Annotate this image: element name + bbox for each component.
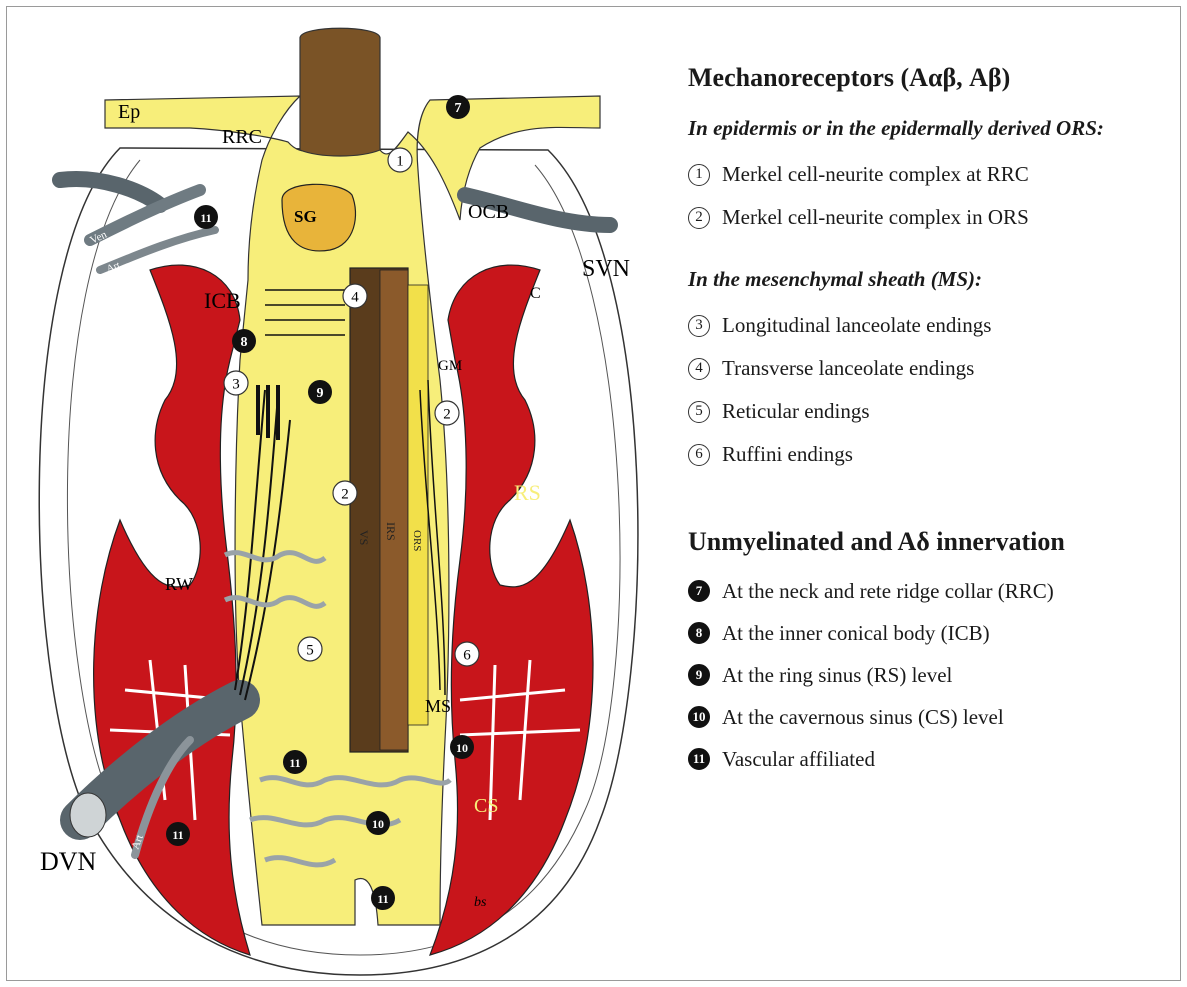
label-cs: CS	[474, 795, 498, 817]
svg-text:11: 11	[172, 828, 183, 842]
legend-text: Longitudinal lanceolate endings	[722, 313, 991, 338]
marker-9: 9	[308, 380, 332, 404]
marker-11-top: 11	[194, 205, 218, 229]
legend-item: 3 Longitudinal lanceolate endings	[688, 304, 1168, 347]
hair-shaft-top	[300, 28, 380, 156]
legend-number: 8	[688, 622, 710, 644]
legend-subheading-mesenchymal: In the mesenchymal sheath (MS):	[688, 267, 1168, 292]
legend-item: 4 Transverse lanceolate endings	[688, 347, 1168, 390]
legend-text: Merkel cell-neurite complex in ORS	[722, 205, 1029, 230]
legend-text: Transverse lanceolate endings	[722, 356, 974, 381]
label-sg: SG	[294, 207, 317, 226]
legend-item: 2 Merkel cell-neurite complex in ORS	[688, 196, 1168, 239]
legend-item: 7 At the neck and rete ridge collar (RRC)	[688, 570, 1168, 612]
svg-text:2: 2	[443, 407, 451, 423]
marker-10-lower: 10	[366, 811, 390, 835]
legend-number: 11	[688, 748, 710, 770]
label-dvn: DVN	[40, 847, 97, 876]
legend-heading-unmyelinated: Unmyelinated and Aδ innervation	[688, 526, 1168, 558]
label-irs: IRS	[384, 522, 398, 541]
marker-11-middle: 11	[283, 750, 307, 774]
legend-panel: Mechanoreceptors (Aαβ, Aβ) In epidermis …	[688, 62, 1168, 780]
legend-number: 9	[688, 664, 710, 686]
svg-text:10: 10	[456, 741, 468, 755]
legend-item: 9 At the ring sinus (RS) level	[688, 654, 1168, 696]
legend-text: At the ring sinus (RS) level	[722, 663, 952, 688]
svg-text:4: 4	[351, 290, 359, 306]
marker-2-lower: 2	[333, 481, 357, 505]
label-svn: SVN	[582, 256, 630, 282]
svg-text:11: 11	[289, 756, 300, 770]
svg-text:3: 3	[232, 377, 240, 393]
legend-number: 7	[688, 580, 710, 602]
marker-10-upper: 10	[450, 735, 474, 759]
legend-item: 8 At the inner conical body (ICB)	[688, 612, 1168, 654]
label-signature: bs	[474, 895, 487, 910]
legend-number: 10	[688, 706, 710, 728]
whisker-follicle-diagram: Ep RRC SG OCB SVN ICB C GM RS RW MS CS D…	[0, 0, 670, 987]
legend-text: Vascular affiliated	[722, 747, 875, 772]
marker-2-upper: 2	[435, 401, 459, 425]
legend-item: 5 Reticular endings	[688, 390, 1168, 433]
legend-text: Ruffini endings	[722, 442, 853, 467]
legend-number: 6	[688, 444, 710, 466]
irs-layer	[380, 270, 408, 750]
label-rw: RW	[165, 574, 193, 594]
marker-5: 5	[298, 637, 322, 661]
legend-group-epidermis: 1 Merkel cell-neurite complex at RRC 2 Mer…	[688, 153, 1168, 239]
legend-text: At the neck and rete ridge collar (RRC)	[722, 579, 1054, 604]
legend-subheading-epidermis: In epidermis or in the epidermally deriv…	[688, 116, 1168, 141]
svg-text:11: 11	[200, 211, 211, 225]
label-rrc: RRC	[222, 126, 262, 148]
svg-text:8: 8	[241, 335, 248, 350]
svg-text:10: 10	[372, 817, 384, 831]
label-icb: ICB	[204, 288, 241, 313]
marker-11-bottom: 11	[371, 886, 395, 910]
svg-text:6: 6	[463, 648, 471, 664]
legend-item: 6 Ruffini endings	[688, 433, 1168, 476]
marker-11-left: 11	[166, 822, 190, 846]
ors-layer	[408, 285, 428, 725]
legend-number: 4	[688, 358, 710, 380]
svg-text:1: 1	[396, 154, 404, 170]
label-gm: GM	[438, 358, 462, 374]
marker-3: 3	[224, 371, 248, 395]
label-ms: MS	[425, 696, 451, 716]
svg-text:9: 9	[317, 386, 324, 401]
legend-group-mesenchymal: 3 Longitudinal lanceolate endings 4 Transv…	[688, 304, 1168, 476]
legend-item: 10 At the cavernous sinus (CS) level	[688, 696, 1168, 738]
marker-6: 6	[455, 642, 479, 666]
marker-4: 4	[343, 284, 367, 308]
marker-7: 7	[446, 95, 470, 119]
svg-text:11: 11	[377, 892, 388, 906]
legend-number: 5	[688, 401, 710, 423]
legend-text: Merkel cell-neurite complex at RRC	[722, 162, 1029, 187]
svg-text:2: 2	[341, 487, 349, 503]
legend-item: 1 Merkel cell-neurite complex at RRC	[688, 153, 1168, 196]
legend-number: 2	[688, 207, 710, 229]
legend-group-unmyelinated: 7 At the neck and rete ridge collar (RRC)…	[688, 570, 1168, 780]
legend-text: At the cavernous sinus (CS) level	[722, 705, 1004, 730]
legend-number: 3	[688, 315, 710, 337]
dvn-nerve-end	[70, 793, 106, 837]
label-rs: RS	[514, 480, 541, 505]
label-vs: VS	[357, 530, 371, 545]
label-ors: ORS	[411, 530, 423, 551]
label-ocb: OCB	[468, 201, 509, 223]
legend-item: 11 Vascular affiliated	[688, 738, 1168, 780]
label-c: C	[530, 285, 541, 302]
svg-text:7: 7	[455, 101, 462, 116]
marker-8: 8	[232, 329, 256, 353]
legend-number: 1	[688, 164, 710, 186]
marker-1: 1	[388, 148, 412, 172]
label-ep: Ep	[118, 101, 140, 123]
svg-text:5: 5	[306, 643, 314, 659]
legend-text: Reticular endings	[722, 399, 870, 424]
legend-heading-mechanoreceptors: Mechanoreceptors (Aαβ, Aβ)	[688, 62, 1168, 94]
legend-text: At the inner conical body (ICB)	[722, 621, 990, 646]
